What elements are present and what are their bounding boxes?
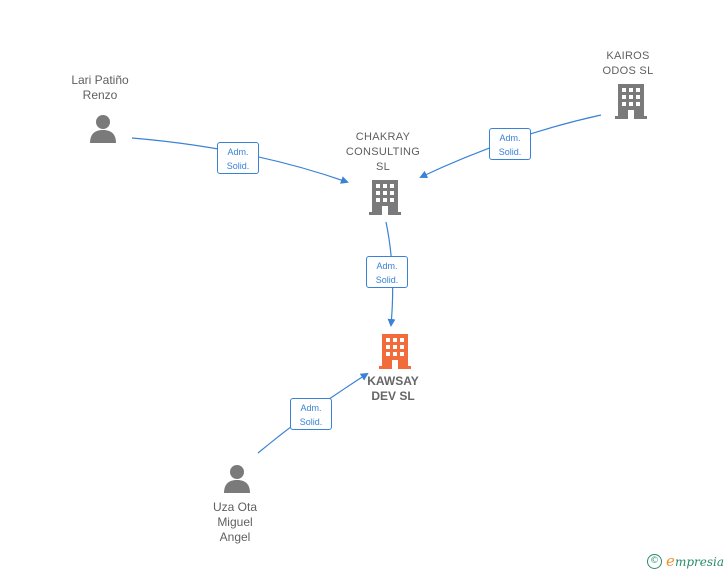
- copyright-icon: ©: [647, 553, 663, 569]
- company-label-chakray: CHAKRAY CONSULTING SL: [345, 131, 421, 173]
- empresia-watermark: © empresia: [647, 552, 724, 570]
- edge-badge-line1: Adm.: [300, 403, 322, 413]
- edge-badge-line2: Solid.: [299, 417, 323, 427]
- edge-badge-uza-kawsay[interactable]: Adm. Solid.: [290, 398, 332, 430]
- edge-badge-line2: Solid.: [226, 161, 250, 171]
- person-icon[interactable]: [223, 464, 251, 494]
- company-label-kairos: KAIROS ODOS SL: [602, 50, 654, 77]
- building-icon[interactable]: [615, 84, 647, 119]
- edge-badge-line1: Adm.: [227, 147, 249, 157]
- edge-badge-line1: Adm.: [499, 133, 521, 143]
- company-label-kawsay: KAWSAY DEV SL: [367, 374, 419, 403]
- building-icon-highlight[interactable]: [379, 334, 411, 369]
- person-icon[interactable]: [89, 114, 117, 144]
- brand-logo: empresia: [666, 552, 724, 570]
- building-icon[interactable]: [369, 180, 401, 215]
- edge-badge-line2: Solid.: [498, 147, 522, 157]
- edge-badge-chakray-kawsay[interactable]: Adm. Solid.: [366, 256, 408, 288]
- edge-badge-line2: Solid.: [375, 275, 399, 285]
- edge-badge-line1: Adm.: [376, 261, 398, 271]
- edge-badge-lari-chakray[interactable]: Adm. Solid.: [217, 142, 259, 174]
- person-label-lari: Lari Patiño Renzo: [71, 73, 129, 102]
- person-label-uza: Uza Ota Miguel Angel: [212, 500, 257, 544]
- edge-badge-kairos-chakray[interactable]: Adm. Solid.: [489, 128, 531, 160]
